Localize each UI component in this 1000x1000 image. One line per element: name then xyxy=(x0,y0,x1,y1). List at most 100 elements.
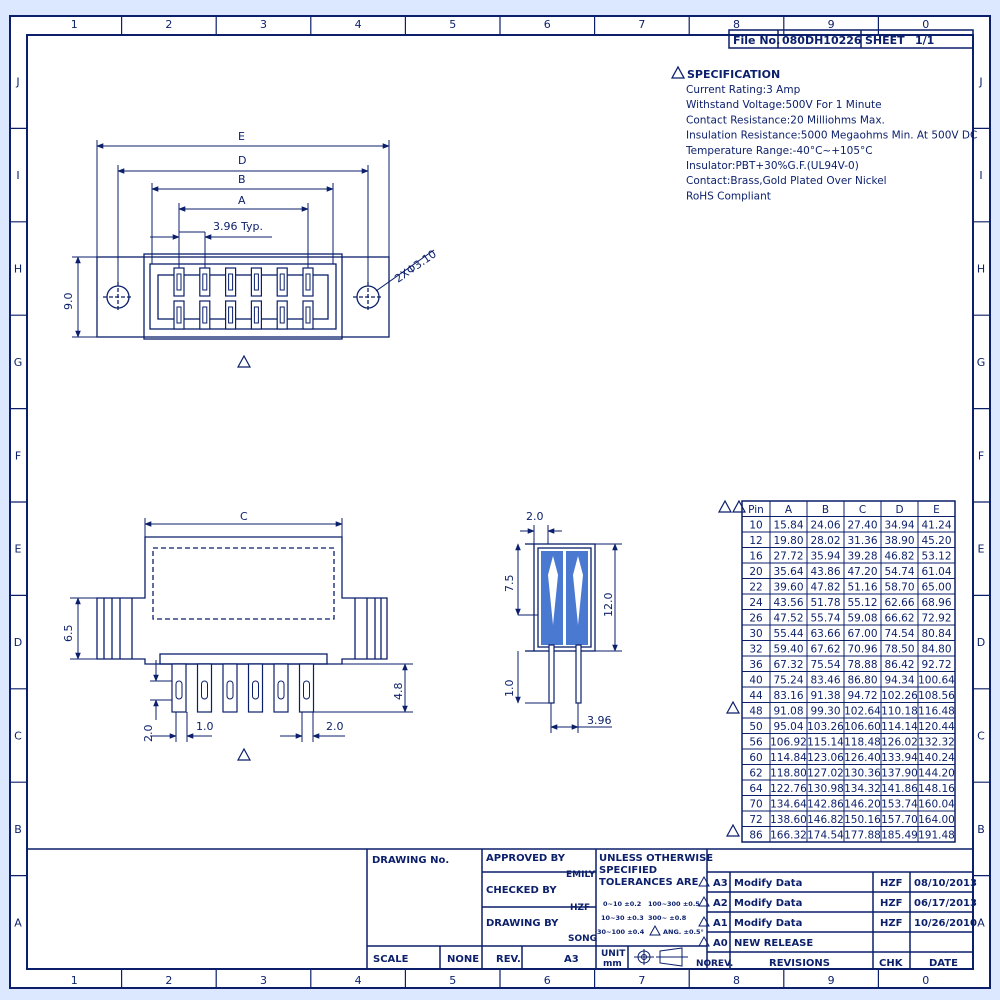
table-cell: 74.54 xyxy=(884,628,914,640)
table-cell: 146.20 xyxy=(844,799,881,811)
contact-pin xyxy=(176,273,182,291)
tolerance-row-1b: 100~300 ±0.5 xyxy=(648,900,700,908)
specification-line: RoHS Compliant xyxy=(686,190,771,202)
dim-offset-label: 2.0 xyxy=(142,725,155,743)
table-cell: 55.74 xyxy=(810,613,840,625)
revision-checker: HZF xyxy=(880,918,902,929)
table-cell: 68.96 xyxy=(921,597,951,609)
drawing-no-label: DRAWING No. xyxy=(372,855,449,866)
table-cell: 148.16 xyxy=(918,783,955,795)
table-cell: 80.84 xyxy=(921,628,951,640)
table-cell: 58.70 xyxy=(884,582,914,594)
tail-slot xyxy=(201,680,208,700)
column-mark-top: 4 xyxy=(355,18,362,31)
tail-slot xyxy=(226,680,234,700)
row-mark-left: G xyxy=(14,356,23,369)
table-cell: 64 xyxy=(749,783,763,795)
checked-by-name: HZF xyxy=(570,903,590,913)
contact-pin xyxy=(202,306,208,324)
row-mark-left: A xyxy=(14,916,22,929)
solder-tail xyxy=(196,663,213,713)
table-cell: 91.38 xyxy=(810,690,840,702)
table-cell: 27.72 xyxy=(773,551,803,563)
table-cell: 86.42 xyxy=(884,659,914,671)
projection-symbol-icon xyxy=(634,947,688,967)
row-mark-right: E xyxy=(978,543,985,556)
table-cell: 120.44 xyxy=(918,721,955,733)
table-cell: 48 xyxy=(749,706,762,718)
table-cell: 56 xyxy=(749,737,763,749)
table-cell: 83.16 xyxy=(773,690,803,702)
side-dim-upper-label: 7.5 xyxy=(503,575,516,593)
drawing-by-label: DRAWING BY xyxy=(486,918,559,929)
contact-pin xyxy=(228,306,234,324)
table-cell: 70.96 xyxy=(847,644,877,656)
tail-slot xyxy=(252,680,259,700)
column-mark-bottom: 8 xyxy=(733,974,740,987)
table-cell: 116.48 xyxy=(918,706,955,718)
contact-slot xyxy=(250,300,262,330)
checked-by-label: CHECKED BY xyxy=(486,885,557,896)
dim-pin-length-label: 4.8 xyxy=(392,683,405,701)
table-cell: 65.00 xyxy=(921,582,951,594)
table-cell: 41.24 xyxy=(921,520,951,532)
column-mark-bottom: 5 xyxy=(449,974,456,987)
dim-flange-label: 6.5 xyxy=(62,625,75,643)
table-cell: 102.64 xyxy=(844,706,881,718)
table-cell: 24.06 xyxy=(810,520,840,532)
column-mark-top: 3 xyxy=(260,18,267,31)
table-cell: 45.20 xyxy=(921,535,951,547)
table-cell: 157.70 xyxy=(881,814,918,826)
specification-line: Current Rating:3 Amp xyxy=(686,84,801,96)
solder-tail xyxy=(222,663,238,713)
table-cell: 62 xyxy=(749,768,762,780)
table-header-cell: A xyxy=(785,504,793,516)
row-mark-right: I xyxy=(979,169,982,182)
file-number: 080DH10226 xyxy=(782,34,862,47)
row-86-revision-mark-icon xyxy=(725,823,741,837)
revision-mark-icon xyxy=(236,747,252,761)
table-cell: 60 xyxy=(749,752,762,764)
table-cell: 108.56 xyxy=(918,690,955,702)
table-cell: 153.74 xyxy=(881,799,918,811)
table-cell: 83.46 xyxy=(810,675,840,687)
specification-line: Temperature Range:-40°C~+105°C xyxy=(685,145,873,157)
tolerance-row-3a: 30~100 ±0.4 xyxy=(597,928,645,936)
table-cell: 86 xyxy=(749,830,763,842)
table-cell: 138.60 xyxy=(770,814,807,826)
tolerance-row-2a: 10~30 ±0.3 xyxy=(601,914,644,922)
dim-C-label: C xyxy=(240,510,248,523)
table-cell: 67.32 xyxy=(773,659,803,671)
dim-E-label: E xyxy=(238,130,245,143)
row-mark-left: B xyxy=(14,823,22,836)
table-cell: 106.60 xyxy=(844,721,881,733)
table-cell: 114.84 xyxy=(770,752,807,764)
column-mark-bottom: 1 xyxy=(71,974,78,987)
table-cell: 118.80 xyxy=(770,768,807,780)
tolerance-row-1a: 0~10 ±0.2 xyxy=(603,900,641,908)
revision-mark-icon xyxy=(236,354,252,368)
side-dim-pitch-label: 3.96 xyxy=(587,714,612,727)
row-mark-right: A xyxy=(977,916,985,929)
revision-no: A0 xyxy=(713,938,728,949)
table-cell: 110.18 xyxy=(881,706,918,718)
rev-value: A3 xyxy=(564,954,579,965)
table-cell: 47.20 xyxy=(847,566,877,578)
table-cell: 72 xyxy=(749,814,762,826)
revision-text: Modify Data xyxy=(734,878,802,889)
table-cell: 55.44 xyxy=(773,628,803,640)
contact-slot xyxy=(225,267,237,297)
top-view-dimensions xyxy=(72,140,435,338)
table-cell: 114.14 xyxy=(881,721,918,733)
front-view-dimensions xyxy=(70,518,413,742)
table-cell: 118.48 xyxy=(844,737,881,749)
tolerance-heading-line: UNLESS OTHERWISE xyxy=(599,853,713,864)
table-cell: 39.28 xyxy=(847,551,877,563)
column-mark-top: 0 xyxy=(922,18,929,31)
rev-label: REV. xyxy=(496,954,521,965)
row-mark-right: B xyxy=(977,823,985,836)
approved-by-name: EMILY xyxy=(566,870,596,880)
contact-pin xyxy=(279,306,285,324)
table-cell: 150.16 xyxy=(844,814,881,826)
scale-value: NONE xyxy=(447,954,479,965)
